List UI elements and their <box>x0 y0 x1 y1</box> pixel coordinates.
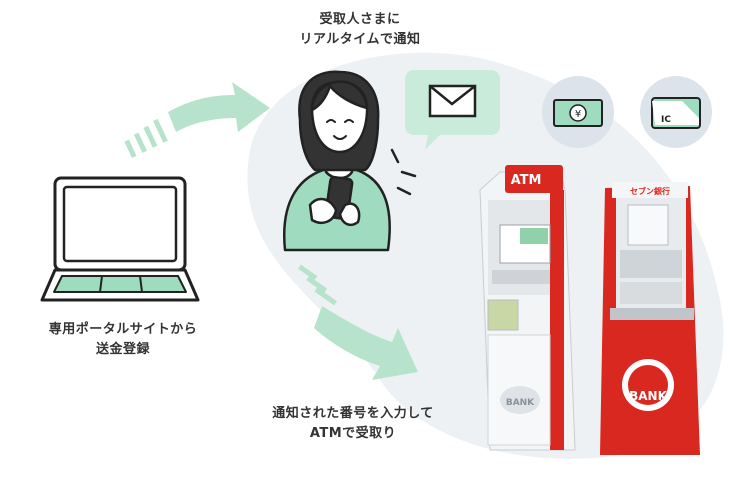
arrow-right-icon <box>124 82 270 159</box>
caption-recipient-line2: リアルタイムで通知 <box>299 32 421 47</box>
atm-white-icon: ATM BANK <box>479 165 576 451</box>
caption-recipient: 受取人さまに リアルタイムで通知 <box>275 10 445 50</box>
caption-recipient-line1: 受取人さまに <box>319 12 401 27</box>
atm-sign: ATM <box>511 173 542 188</box>
ic-card-icon: IC <box>640 76 712 148</box>
caption-portal-line2: 送金登録 <box>95 342 150 357</box>
person-with-phone-icon <box>282 70 417 252</box>
laptop-icon <box>40 176 200 302</box>
atm-red-brand: セブン銀行 <box>630 186 670 196</box>
caption-atm: 通知された番号を入力して ATMで受取り <box>248 404 458 444</box>
arrow-right-icon <box>298 264 418 380</box>
atm-white-bank-mark: BANK <box>506 398 535 408</box>
caption-atm-line1: 通知された番号を入力して <box>272 406 434 421</box>
caption-portal: 専用ポータルサイトから 送金登録 <box>28 320 218 360</box>
envelope-icon <box>405 70 500 150</box>
atm-red-icon: セブン銀行 BANK <box>600 182 700 455</box>
banknote-icon: ¥ <box>542 76 614 148</box>
cash-symbol: ¥ <box>575 109 581 120</box>
caption-portal-line1: 専用ポータルサイトから <box>48 322 198 337</box>
atm-red-bank-mark: BANK <box>629 389 667 403</box>
caption-atm-line2: ATMで受取り <box>309 426 397 441</box>
ic-label: IC <box>661 115 671 125</box>
